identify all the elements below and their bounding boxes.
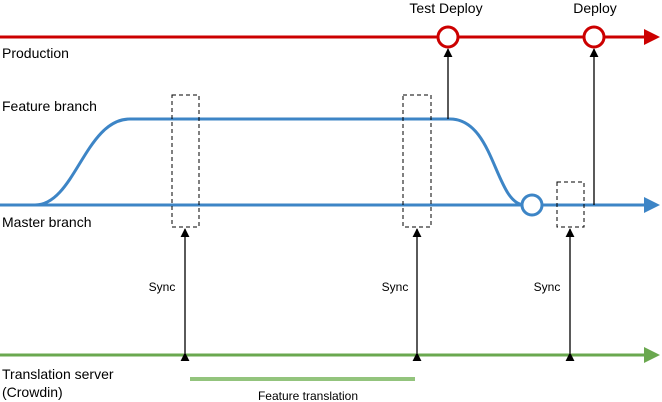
deploy-label: Deploy: [573, 0, 617, 16]
test-deploy-marker: [436, 25, 460, 49]
production-arrowhead: [644, 29, 660, 45]
translation-server-sublabel: (Crowdin): [2, 384, 63, 400]
production-label: Production: [2, 45, 69, 61]
feature-translation-label: Feature translation: [258, 389, 358, 402]
master-branch-arrowhead: [644, 197, 660, 213]
translation-server-arrowhead: [644, 347, 660, 363]
sync-box-1: [171, 94, 200, 228]
sync-label-3: Sync: [534, 280, 561, 294]
master-branch-label: Master branch: [2, 214, 91, 230]
sync-label-2: Sync: [382, 280, 409, 294]
translation-server-label: Translation server: [2, 366, 114, 382]
test-deploy-label: Test Deploy: [409, 0, 482, 16]
sync-label-1: Sync: [149, 280, 176, 294]
merge-marker: [520, 193, 544, 217]
sync-box-2: [402, 94, 432, 228]
sync-box-3: [556, 181, 585, 228]
deploy-marker: [582, 25, 606, 49]
feature-branch-label: Feature branch: [2, 98, 97, 114]
feature-branch-line: [34, 117, 526, 207]
